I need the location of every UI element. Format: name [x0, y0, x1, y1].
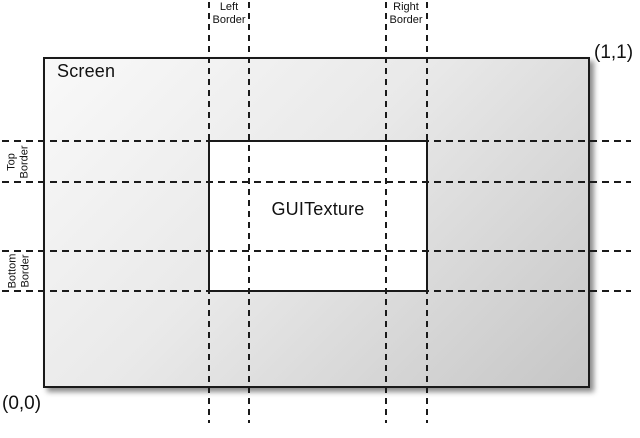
coord-label-origin: (0,0): [2, 393, 42, 414]
right-border-label: Right Border: [376, 1, 436, 27]
screen-label: Screen: [57, 61, 116, 81]
right-border-label-line2: Border: [389, 14, 423, 26]
left-border-label: Left Border: [199, 1, 259, 27]
bottom-border-label-line1: Bottom: [5, 253, 18, 289]
right-border-inner-line: [385, 2, 387, 423]
left-border-label-line2: Border: [212, 14, 246, 26]
guitexture-label: GUITexture: [271, 198, 365, 219]
bottom-border-inner-line: [2, 250, 631, 252]
left-border-label-line1: Left: [219, 1, 239, 13]
left-border-inner-line: [248, 2, 250, 423]
coord-label-max: (1,1): [594, 42, 634, 63]
right-border-label-line1: Right: [393, 1, 419, 13]
top-border-label: Top Border: [1, 142, 37, 182]
top-border-label-line2: Border: [19, 145, 31, 179]
guitexture-rect: GUITexture: [208, 140, 428, 292]
bottom-border-label-line2: Border: [18, 254, 31, 288]
bottom-border-label: Bottom Border: [1, 251, 37, 291]
top-border-inner-line: [2, 181, 631, 183]
top-border-label-line1: Top: [6, 153, 18, 171]
